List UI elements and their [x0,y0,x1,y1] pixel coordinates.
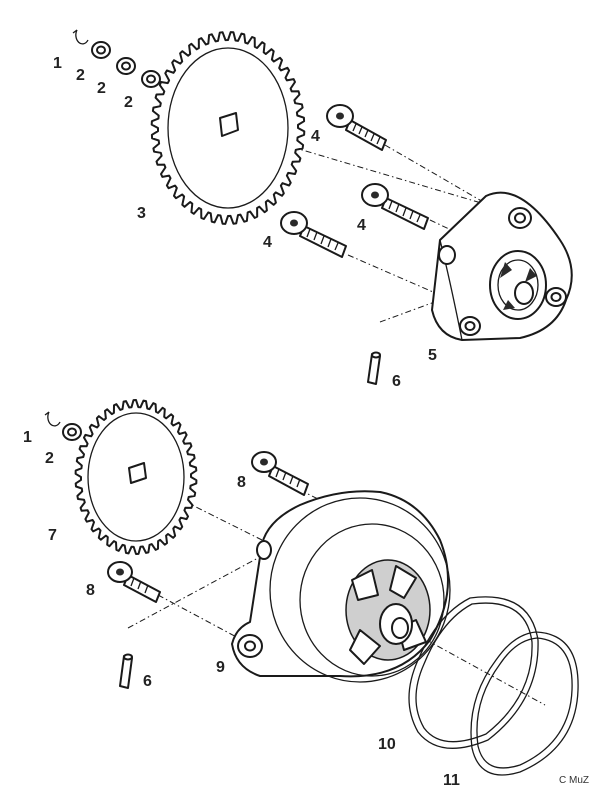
callout-9: 9 [216,659,225,676]
callout-5: 5 [428,347,437,364]
pump-body-part-9 [231,490,451,683]
circlip-part-1 [72,29,89,45]
callout-8b: 8 [86,582,95,599]
copyright-mark: C MuZ [559,775,589,786]
callout-10: 10 [378,736,396,753]
callout-2c: 2 [124,94,133,111]
washer-part-2c [141,70,161,88]
bolt-part-4a [326,104,387,151]
callout-1: 1 [53,55,62,72]
pump-housing-part-5 [431,191,573,341]
callout-2b: 2 [97,80,106,97]
washer-part-2d [62,423,82,441]
o-ring-part-10 [408,596,539,749]
callout-2d: 2 [45,450,54,467]
callout-6a: 6 [392,373,401,390]
o-ring-part-11 [470,631,579,776]
callout-2a: 2 [76,67,85,84]
washer-part-2b [116,57,136,75]
gear-part-7 [74,399,198,555]
callout-8a: 8 [237,474,246,491]
callout-11: 11 [443,772,460,789]
callout-6b: 6 [143,673,152,690]
gear-part-3 [150,31,306,225]
pin-part-6a [367,351,381,385]
callout-1b: 1 [23,429,32,446]
circlip-part-1-lower [44,411,61,427]
callout-labels: 1 2 2 2 3 4 4 4 5 6 1 2 7 8 8 9 6 10 11 … [23,55,589,789]
washer-part-2a [91,41,111,59]
callout-7: 7 [48,527,57,544]
pin-part-6b [119,653,133,689]
bolt-part-4c [280,211,347,258]
bolt-part-8b [107,561,161,603]
bolt-part-4b [361,183,429,230]
callout-4c: 4 [263,234,272,251]
callout-3: 3 [137,205,146,222]
callout-4b: 4 [357,217,366,234]
bolt-part-8a [251,451,309,496]
callout-4a: 4 [311,128,320,145]
